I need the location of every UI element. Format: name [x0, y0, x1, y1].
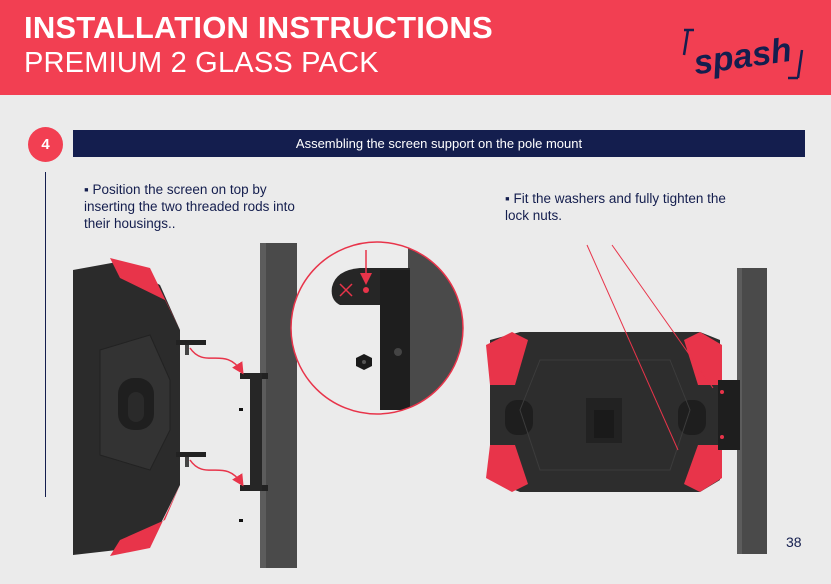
threaded-rods [176, 340, 206, 467]
page-title: INSTALLATION INSTRUCTIONS [24, 10, 493, 45]
pole-right [737, 268, 767, 554]
step-heading: Assembling the screen support on the pol… [73, 130, 805, 157]
zoom-detail [290, 241, 464, 415]
screen-side-view [73, 258, 180, 556]
spash-logo: spash [682, 28, 804, 82]
instruction-tighten-nuts: ▪ Fit the washers and fully tighten the … [505, 191, 726, 223]
callout-lines [586, 244, 714, 451]
header-banner: INSTALLATION INSTRUCTIONS PREMIUM 2 GLAS… [0, 0, 831, 95]
instruction-position-screen: ▪ Position the screen on top by insertin… [84, 182, 295, 231]
pole-bracket-left [239, 373, 268, 522]
pole-bracket-right [718, 380, 740, 450]
insert-arrow-bottom [189, 459, 244, 487]
page-subtitle: PREMIUM 2 GLASS PACK [24, 47, 379, 79]
screen-rear-view [486, 332, 722, 492]
page-number: 38 [786, 534, 802, 550]
step-number: 4 [28, 127, 63, 162]
pole-left [260, 243, 297, 568]
divider-line [45, 172, 46, 497]
insert-arrow-top [189, 347, 244, 375]
